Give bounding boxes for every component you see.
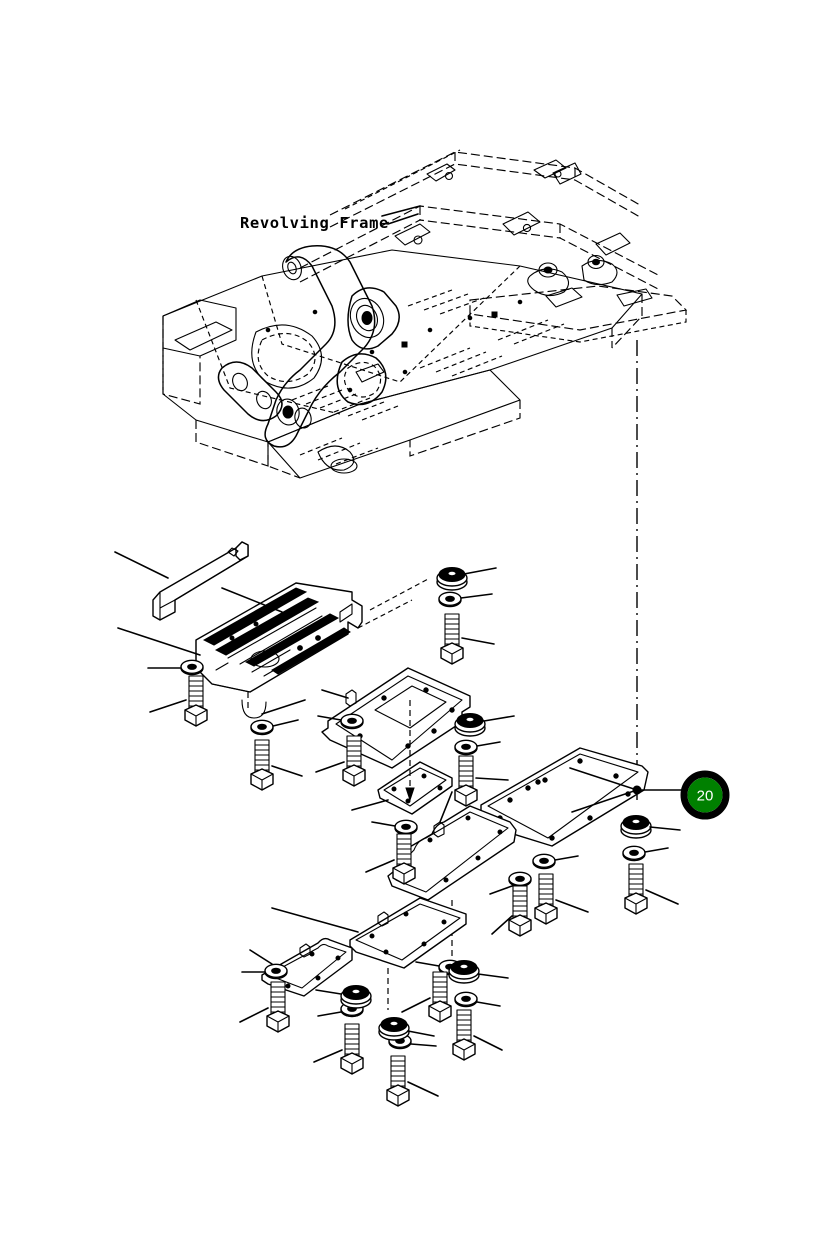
hex-head-bolt bbox=[386, 1055, 410, 1107]
flat-washer bbox=[250, 719, 274, 736]
frame-right-rail bbox=[469, 285, 688, 343]
hex-head-bolt bbox=[534, 873, 558, 925]
hex-head-bolt bbox=[508, 885, 532, 937]
hex-head-bolt bbox=[340, 1023, 364, 1075]
rubber-mount-grommet bbox=[436, 566, 468, 591]
revolving-frame-leader bbox=[381, 205, 421, 217]
callout-leader-group bbox=[569, 767, 683, 813]
flat-washer bbox=[438, 591, 462, 608]
frame-mid-rail bbox=[299, 205, 661, 291]
hex-head-bolt bbox=[452, 1009, 476, 1061]
flat-washer bbox=[394, 819, 418, 836]
flat-washer bbox=[180, 659, 204, 676]
frame-rear-rail bbox=[329, 149, 641, 228]
frame-right-bosses bbox=[527, 254, 618, 297]
frame-center-bosses bbox=[336, 287, 400, 406]
flat-washer bbox=[622, 845, 646, 862]
hex-head-bolt bbox=[428, 971, 452, 1023]
flat-washer bbox=[340, 713, 364, 730]
flat-washer bbox=[508, 871, 532, 888]
boom-mount-brackets bbox=[217, 245, 376, 448]
side-rail-bracket bbox=[152, 541, 249, 621]
rubber-mount-grommet bbox=[378, 1016, 410, 1041]
rubber-mount-grommet bbox=[454, 712, 486, 737]
hex-head-bolt bbox=[454, 755, 478, 807]
frame-front-deck bbox=[267, 369, 521, 479]
hex-head-bolt bbox=[250, 739, 274, 791]
hex-head-bolt bbox=[184, 675, 208, 727]
revolving-frame-label: Revolving Frame bbox=[240, 214, 389, 232]
tread-cover-plate bbox=[195, 582, 363, 693]
undercover-plate-small bbox=[377, 761, 453, 815]
rubber-mount-grommet bbox=[448, 959, 480, 984]
flat-washer bbox=[454, 739, 478, 756]
hex-head-bolt bbox=[624, 863, 648, 915]
rubber-mount-grommet bbox=[340, 984, 372, 1009]
rubber-mount-grommet bbox=[620, 814, 652, 839]
revolving-frame-assembly bbox=[162, 149, 688, 479]
hex-head-bolt bbox=[440, 613, 464, 665]
flat-washer bbox=[264, 963, 288, 980]
callout-20-number: 20 bbox=[697, 788, 714, 805]
undercover-plate-lower-mid bbox=[349, 897, 467, 969]
flat-washer bbox=[532, 853, 556, 870]
frame-main-deck bbox=[162, 249, 643, 467]
callout-20[interactable]: 20 bbox=[680, 770, 730, 820]
flat-washer bbox=[454, 991, 478, 1008]
